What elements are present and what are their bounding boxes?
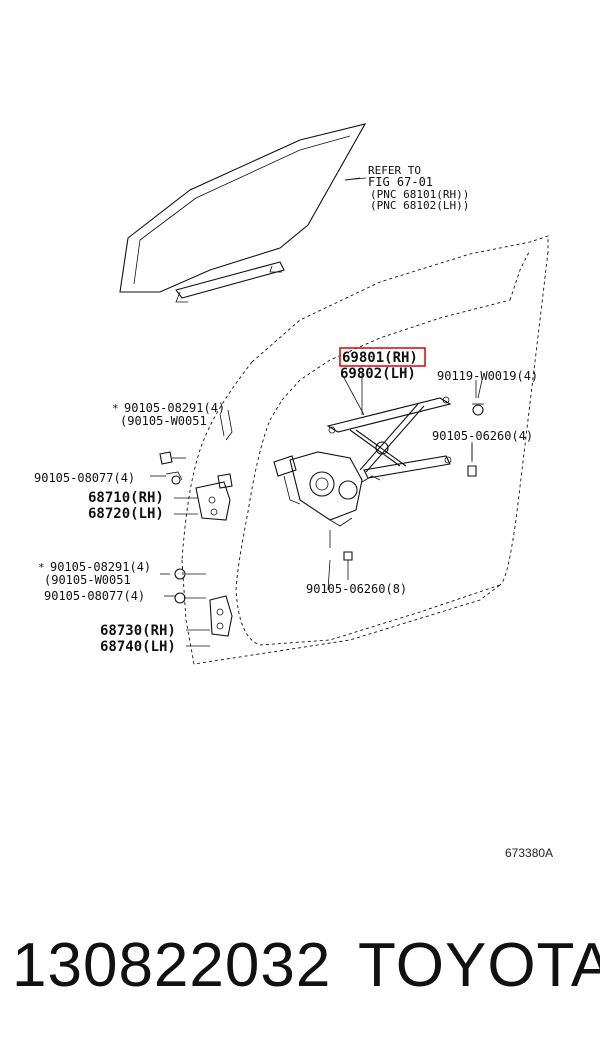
part-label-upper-bolt-a[interactable]: 90105-08291(4) xyxy=(124,401,225,415)
refer-note-line-2: FIG 67-01 xyxy=(368,175,433,189)
asterisk-mark: * xyxy=(112,402,119,415)
figure-id: 673380A xyxy=(505,846,553,860)
upper-hinge xyxy=(159,451,233,521)
leader-lines xyxy=(150,177,483,647)
part-label-lower-bolt-b[interactable]: (90105-W0051 xyxy=(44,573,131,587)
footer-bar: 130822032 TOYOTA xyxy=(0,930,600,1010)
brand-name: TOYOTA xyxy=(358,931,600,1000)
refer-note-line-4: (PNC 68102(LH)) xyxy=(370,199,469,212)
bolt-group-right xyxy=(329,380,484,580)
part-label-upper-hinge-rh[interactable]: 68710(RH) xyxy=(88,490,164,506)
part-label-upper-bolt-b[interactable]: (90105-W0051 xyxy=(120,414,207,428)
refer-note-line-3: (PNC 68101(RH)) xyxy=(370,188,469,201)
part-label-lower-bolt-a[interactable]: 90105-08291(4) xyxy=(50,560,151,574)
window-regulator xyxy=(273,372,452,527)
part-number: 130822032 xyxy=(12,931,332,1000)
part-label-lower-hinge-rh[interactable]: 68730(RH) xyxy=(100,623,176,639)
part-label-bolt-top-right[interactable]: 90119-W0019(4) xyxy=(437,369,538,383)
door-panel xyxy=(181,235,549,665)
part-label-bolt-bottom[interactable]: 90105-06260(8) xyxy=(306,582,407,596)
refer-note: REFER TO FIG 67-01 (PNC 68101(RH)) (PNC … xyxy=(368,164,469,212)
part-label-lower-bolt-c[interactable]: 90105-08077(4) xyxy=(44,589,145,603)
part-label-bolt-mid-right[interactable]: 90105-06260(4) xyxy=(432,429,533,443)
part-label-lower-hinge-lh[interactable]: 68740(LH) xyxy=(100,639,176,655)
part-label-upper-hinge-lh[interactable]: 68720(LH) xyxy=(88,506,164,522)
asterisk-mark-2: * xyxy=(38,561,45,574)
door-glass xyxy=(119,123,367,303)
part-label-upper-bolt-c[interactable]: 90105-08077(4) xyxy=(34,471,135,485)
part-label-regulator-rh[interactable]: 69801(RH) xyxy=(342,350,418,366)
lower-hinge xyxy=(160,568,233,637)
part-label-regulator-lh[interactable]: 69802(LH) xyxy=(340,366,416,382)
refer-note-line-1: REFER TO xyxy=(368,164,421,177)
highlight-box xyxy=(339,347,426,367)
